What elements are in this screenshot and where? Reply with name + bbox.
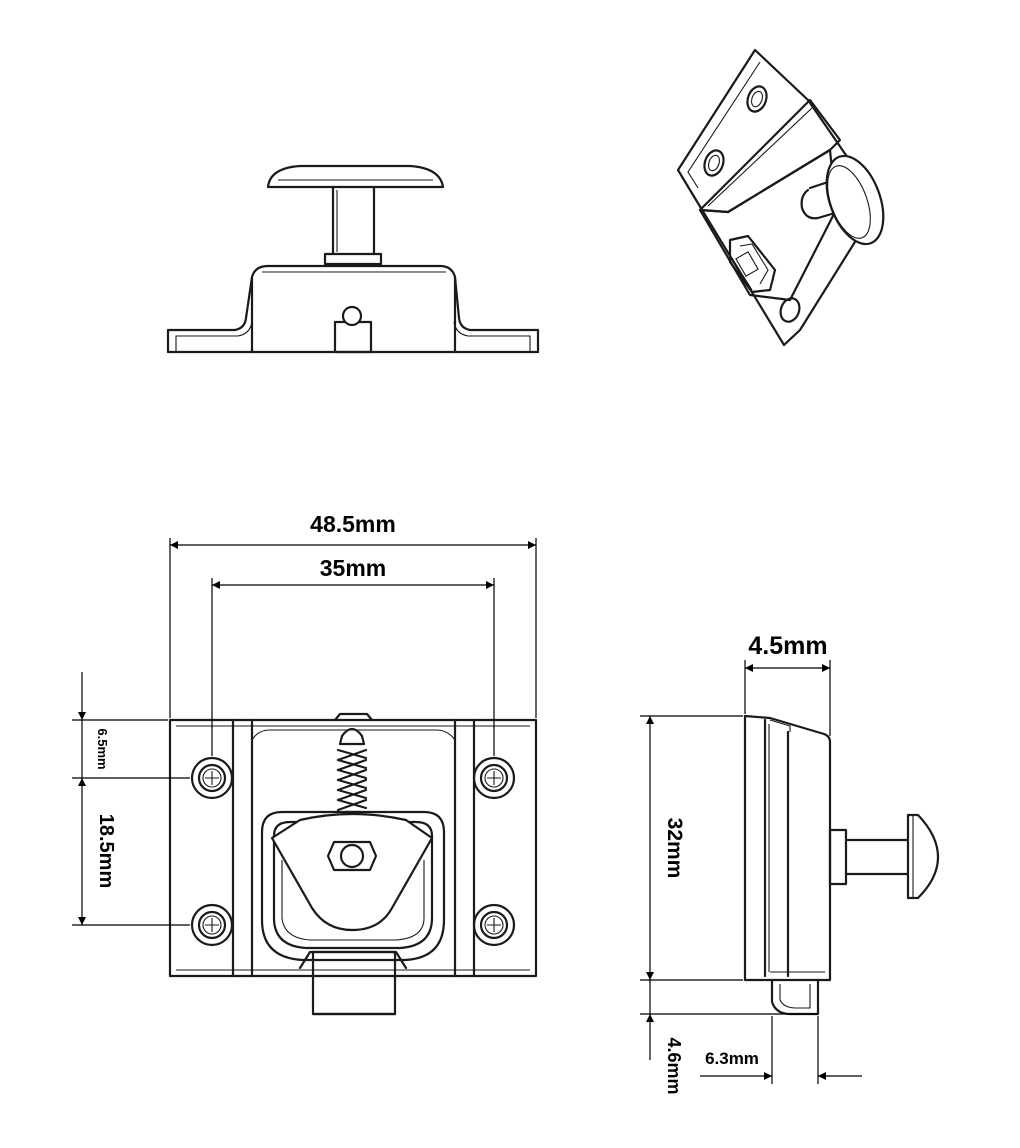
dimension-hole-spacing-horizontal bbox=[211, 578, 495, 756]
screw-hole-top-right bbox=[472, 756, 516, 800]
dimension-bolt-width bbox=[700, 1016, 862, 1084]
label-plate-height: 32mm bbox=[663, 818, 686, 879]
screw-hole-bottom-left bbox=[190, 903, 234, 947]
label-bolt-width: 6.3mm bbox=[705, 1049, 759, 1068]
dimension-plate-thickness bbox=[744, 660, 831, 736]
label-top-offset: 6.5mm bbox=[95, 728, 110, 769]
dimension-overall-width bbox=[169, 538, 537, 718]
dimension-top-offset bbox=[72, 672, 190, 779]
label-bolt-projection: 4.6mm bbox=[664, 1037, 684, 1094]
dimension-bolt-projection bbox=[640, 980, 818, 1060]
dimension-hole-spacing-vertical bbox=[72, 778, 190, 926]
side-view bbox=[743, 714, 940, 1016]
isometric-view bbox=[676, 48, 885, 347]
dimension-plate-height bbox=[640, 715, 743, 981]
plan-view bbox=[168, 712, 538, 1016]
label-overall-width: 48.5mm bbox=[310, 511, 396, 537]
screw-hole-top-left bbox=[190, 756, 234, 800]
label-hole-spacing-horizontal: 35mm bbox=[320, 555, 386, 581]
screw-hole-bottom-right bbox=[472, 903, 516, 947]
label-hole-spacing-vertical: 18.5mm bbox=[95, 814, 117, 889]
front-elevation-view bbox=[166, 164, 540, 354]
label-plate-thickness: 4.5mm bbox=[748, 632, 827, 660]
